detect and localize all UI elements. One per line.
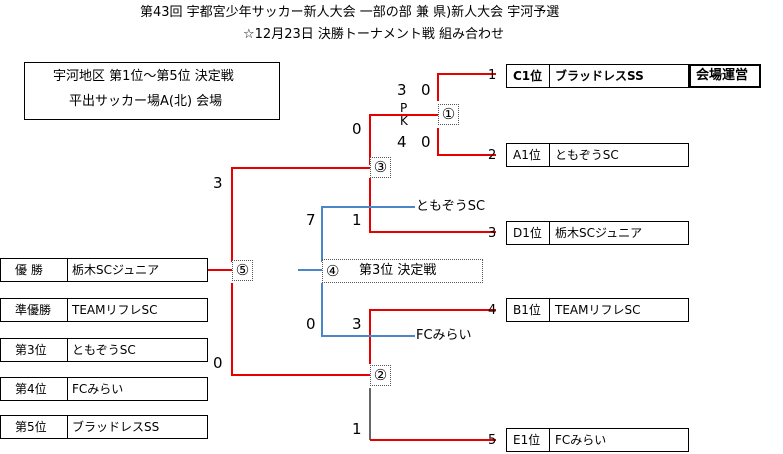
result-row-2: 準優勝 TEAMリフレSC xyxy=(0,298,208,322)
pk-letter-p: P xyxy=(400,101,408,115)
line-m2-loser-blue xyxy=(321,283,415,337)
score-m3-bottom: 1 xyxy=(352,211,362,229)
seed-number: 3 xyxy=(488,226,497,241)
seed-number: 2 xyxy=(488,148,497,163)
seed-team: ブラッドレスSS xyxy=(555,69,644,83)
result-rank: 第3位 xyxy=(15,343,47,357)
third-place-label: 第3位 決定戦 xyxy=(359,263,437,278)
line-seed3-red xyxy=(369,178,496,233)
match-2-marker: ② xyxy=(370,365,391,386)
score-m2-bottom: 1 xyxy=(352,420,362,438)
match-4-marker: ④ xyxy=(326,262,340,280)
result-rank: 準優勝 xyxy=(15,303,52,317)
seed-box-2: A1位 ともぞうSC xyxy=(506,143,689,167)
score-m1-bot-left: 4 xyxy=(397,133,407,151)
result-row-5: 第5位 ブラッドレスSS xyxy=(0,415,208,439)
result-rank: 第5位 xyxy=(15,420,47,434)
match-3-marker: ③ xyxy=(370,157,391,178)
seed-position: C1位 xyxy=(513,69,543,83)
venue-line-1: 宇河地区 第1位～第5位 決定戦 xyxy=(53,69,234,84)
result-team: ブラッドレスSS xyxy=(72,420,160,434)
host-label: 会場運営 xyxy=(696,68,749,83)
seed-number: 1 xyxy=(488,68,497,83)
score-m4-top: 7 xyxy=(306,211,316,229)
seed-divider xyxy=(549,299,550,321)
seed-box-1: C1位 ブラッドレスSS xyxy=(506,64,689,88)
seed-box-5: E1位 FCみらい xyxy=(506,428,689,452)
score-m1-top-left: 3 xyxy=(397,81,407,99)
result-divider xyxy=(67,416,68,438)
result-row-4: 第4位 FCみらい xyxy=(0,377,208,401)
seed-divider xyxy=(549,222,550,244)
venue-box: 宇河地区 第1位～第5位 決定戦 平出サッカー場A(北) 会場 xyxy=(24,62,280,120)
page-title: 第43回 宇都宮少年サッカー新人大会 一部の部 兼 県)新人大会 宇河予選 xyxy=(140,5,560,20)
line-m3-to-m5-red xyxy=(231,167,370,262)
seed-position: A1位 xyxy=(513,148,541,162)
result-rank: 優 勝 xyxy=(15,263,43,277)
line-seed1-red xyxy=(437,73,496,101)
result-team: ともぞうSC xyxy=(72,343,136,357)
result-divider xyxy=(67,378,68,400)
score-m2-top: 3 xyxy=(352,315,362,333)
seed-number: 4 xyxy=(488,303,497,318)
seed-position: B1位 xyxy=(513,303,541,317)
match-5-marker: ⑤ xyxy=(232,260,253,281)
seed-position: E1位 xyxy=(513,433,541,447)
score-m1-bot-right: 0 xyxy=(421,133,431,151)
score-m4-bottom: 0 xyxy=(306,315,316,333)
line-m2-to-m5-red xyxy=(231,283,370,376)
score-m3-top: 0 xyxy=(352,120,362,138)
line-seed2-red xyxy=(437,128,496,156)
seed-number: 5 xyxy=(488,433,497,448)
result-rank: 第4位 xyxy=(15,382,47,396)
pk-letter-k: K xyxy=(400,114,408,128)
host-label-box: 会場運営 xyxy=(689,64,761,88)
result-divider xyxy=(67,299,68,321)
result-team: TEAMリフレSC xyxy=(72,303,158,317)
score-m5-top: 3 xyxy=(213,174,223,192)
seed-box-4: B1位 TEAMリフレSC xyxy=(506,298,689,322)
seed-team: ともぞうSC xyxy=(555,148,619,162)
seed-divider xyxy=(549,65,550,87)
line-m1-to-m3-red xyxy=(369,114,438,165)
result-divider xyxy=(67,259,68,281)
score-m5-bottom: 0 xyxy=(213,354,223,372)
seed-divider xyxy=(549,144,550,166)
result-team: 栃木SCジュニア xyxy=(72,263,160,277)
line-m3-loser-blue xyxy=(321,206,415,262)
seed-team: FCみらい xyxy=(555,433,607,447)
seed-position: D1位 xyxy=(513,226,542,240)
m3-loser-label: ともぞうSC xyxy=(416,199,486,214)
result-team: FCみらい xyxy=(72,382,124,396)
seed-divider xyxy=(549,429,550,451)
result-divider xyxy=(67,339,68,361)
line-seed4-red xyxy=(369,309,496,364)
third-place-match-box: ④ 第3位 決定戦 xyxy=(322,259,483,283)
result-row-3: 第3位 ともぞうSC xyxy=(0,338,208,362)
score-m1-top-right: 0 xyxy=(421,81,431,99)
m2-loser-label: FCみらい xyxy=(416,328,472,343)
seed-team: 栃木SCジュニア xyxy=(555,226,643,240)
seed-box-3: D1位 栃木SCジュニア xyxy=(506,221,689,245)
seed-team: TEAMリフレSC xyxy=(555,303,641,317)
result-row-1: 優 勝 栃木SCジュニア xyxy=(0,258,208,282)
venue-line-2: 平出サッカー場A(北) 会場 xyxy=(69,94,223,109)
page-subtitle: ☆12月23日 決勝トーナメント戦 組み合わせ xyxy=(243,27,505,42)
match-1-marker: ① xyxy=(438,104,459,125)
